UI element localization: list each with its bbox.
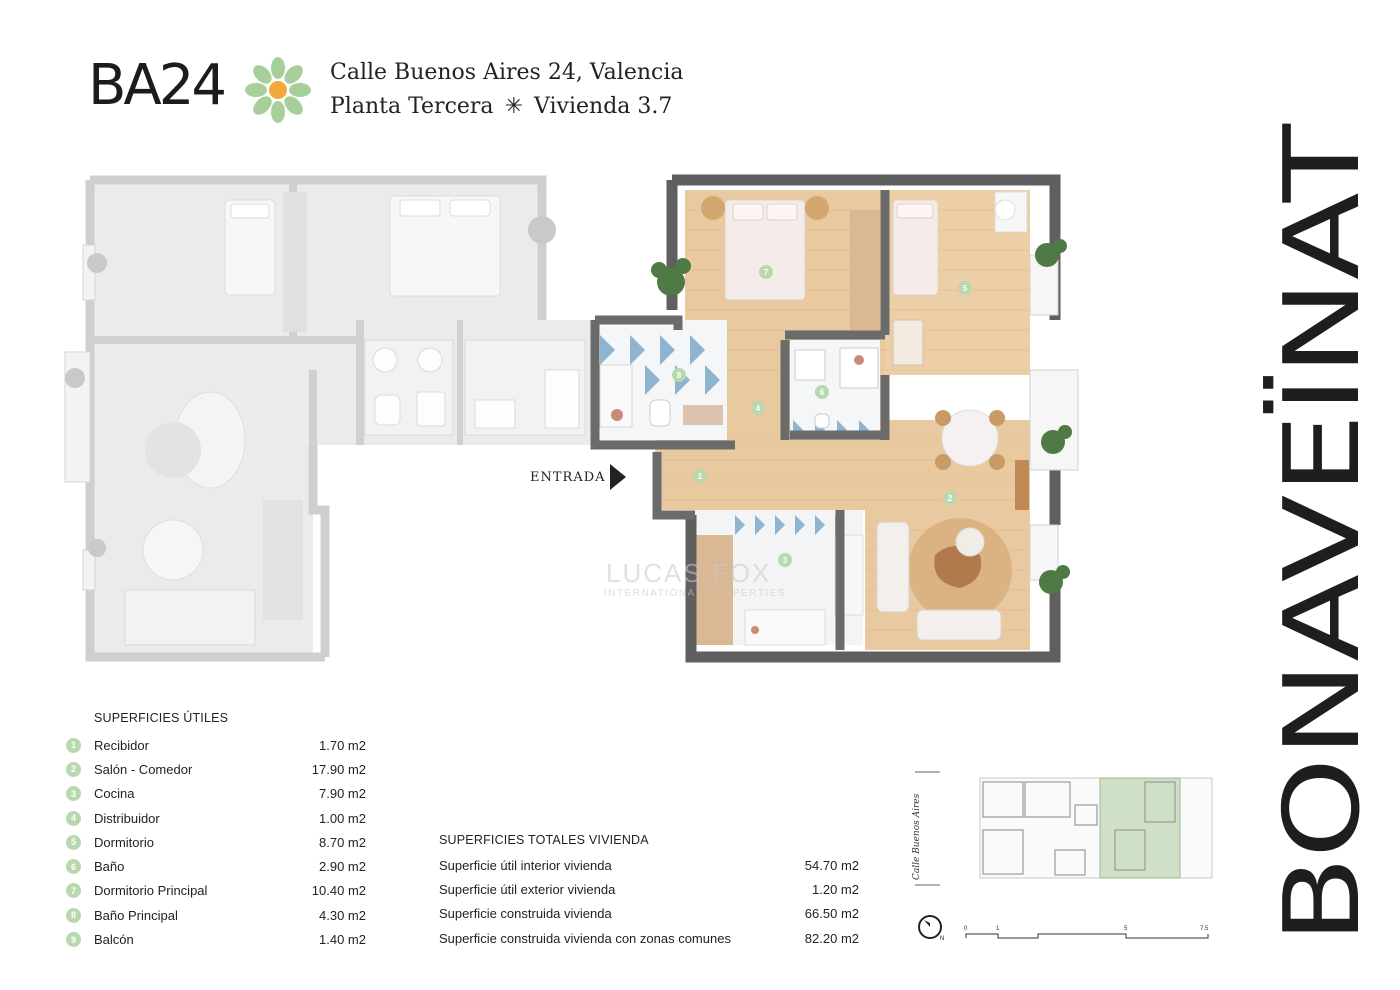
- total-label: Superficie construida vivienda: [439, 906, 612, 922]
- entrance-label: ENTRADA: [530, 470, 606, 485]
- room-area: 2.90 m2: [319, 859, 366, 875]
- svg-text:1: 1: [698, 472, 703, 481]
- total-area-title: SUPERFICIES TOTALES VIVIENDA: [439, 833, 649, 847]
- room-area-list: 1 Recibidor 1.70 m2 2 Salón - Comedor 17.90 m…: [66, 733, 366, 952]
- room-name: Baño Principal: [94, 907, 178, 923]
- room-number-badge: 2: [66, 761, 81, 777]
- room-area: 1.70 m2: [319, 737, 366, 753]
- room-row: 2 Salón - Comedor 17.90 m2: [66, 757, 366, 781]
- scale-tick: 0: [964, 926, 968, 932]
- room-name: Distribuidor: [94, 810, 160, 826]
- scale-tick: 7.5: [1200, 926, 1209, 932]
- total-label: Superficie construida vivienda con zonas…: [439, 930, 731, 946]
- total-row: Superficie construida vivienda con zonas…: [439, 926, 859, 950]
- room-name: Dormitorio: [94, 834, 154, 850]
- svg-text:7: 7: [764, 268, 769, 277]
- room-row: 9 Balcón 1.40 m2: [66, 927, 366, 951]
- total-area-list: Superficie útil interior vivienda 54.70 m…: [439, 853, 859, 950]
- room-row: 3 Cocina 7.90 m2: [66, 782, 366, 806]
- room-name: Salón - Comedor: [94, 761, 193, 777]
- room-number-badge: 6: [66, 859, 81, 875]
- room-area: 4.30 m2: [319, 907, 366, 923]
- brand-wordmark: BONAVEÏNAT: [1230, 120, 1390, 950]
- room-name: Dormitorio Principal: [94, 883, 208, 899]
- room-area: 7.90 m2: [319, 786, 366, 802]
- unit-label: Vivienda 3.7: [534, 94, 673, 119]
- room-number-badge: 7: [66, 883, 81, 899]
- room-row: 7 Dormitorio Principal 10.40 m2: [66, 879, 366, 903]
- neighbour-unit: [64, 175, 710, 662]
- total-value: 54.70 m2: [804, 857, 859, 873]
- room-number-badge: 5: [66, 834, 81, 850]
- scale-tick: 1: [996, 926, 1000, 932]
- room-number-badge: 9: [66, 932, 81, 948]
- total-row: Superficie construida vivienda 66.50 m2: [439, 902, 859, 926]
- room-row: 1 Recibidor 1.70 m2: [66, 733, 366, 757]
- separator-star: ✳: [504, 94, 523, 119]
- svg-text:4: 4: [756, 404, 761, 413]
- room-number-badge: 8: [66, 907, 81, 923]
- svg-text:3: 3: [783, 556, 788, 565]
- room-row: 8 Baño Principal 4.30 m2: [66, 903, 366, 927]
- floor-label: Planta Tercera: [330, 94, 494, 119]
- brand-text: BONAVEÏNAT: [1261, 123, 1383, 944]
- room-area: 17.90 m2: [311, 761, 366, 777]
- room-name: Balcón: [94, 932, 134, 948]
- scale-bar: 0 1 5 7.5: [962, 922, 1214, 944]
- address-line-1: Calle Buenos Aires 24, Valencia: [330, 60, 684, 85]
- svg-text:5: 5: [963, 284, 968, 293]
- watermark-subtitle: INTERNATIONAL PROPERTIES: [604, 588, 786, 599]
- room-area: 1.00 m2: [319, 810, 366, 826]
- main-unit: 7 5 8 4 6 1 2 3: [590, 174, 1079, 663]
- svg-text:6: 6: [820, 388, 825, 397]
- room-name: Recibidor: [94, 737, 149, 753]
- total-value: 82.20 m2: [804, 930, 859, 946]
- room-number-badge: 3: [66, 786, 81, 802]
- flower-logo-icon: [244, 56, 312, 124]
- compass-icon: N: [917, 914, 945, 942]
- room-area: 1.40 m2: [319, 932, 366, 948]
- entrance-arrow-icon: [610, 464, 626, 490]
- svg-text:2: 2: [948, 494, 953, 503]
- room-row: 5 Dormitorio 8.70 m2: [66, 830, 366, 854]
- total-row: Superficie útil interior vivienda 54.70 m…: [439, 853, 859, 877]
- floor-plan: 7 5 8 4 6 1 2 3: [55, 170, 1095, 670]
- scale-tick: 5: [1124, 926, 1128, 932]
- room-name: Cocina: [94, 786, 135, 802]
- room-name: Baño: [94, 859, 125, 875]
- room-row: 4 Distribuidor 1.00 m2: [66, 806, 366, 830]
- address-line-2: Planta Tercera ✳ Vivienda 3.7: [330, 94, 672, 119]
- compass-label: N: [940, 936, 944, 942]
- street-label: Calle Buenos Aires: [912, 793, 922, 880]
- room-number-badge: 1: [66, 737, 81, 753]
- total-label: Superficie útil interior vivienda: [439, 857, 612, 873]
- svg-text:8: 8: [677, 371, 682, 380]
- total-value: 1.20 m2: [812, 881, 859, 897]
- watermark: LUCAS FOX: [606, 558, 772, 588]
- key-plan: [915, 770, 1215, 945]
- room-number-badge: 4: [66, 810, 81, 826]
- total-label: Superficie útil exterior vivienda: [439, 881, 616, 897]
- useful-area-title: SUPERFICIES ÚTILES: [94, 711, 229, 725]
- project-logo: BA24: [88, 53, 227, 118]
- total-row: Superficie útil exterior vivienda 1.20 m2: [439, 877, 859, 901]
- total-value: 66.50 m2: [804, 906, 859, 922]
- room-area: 10.40 m2: [311, 883, 366, 899]
- room-area: 8.70 m2: [319, 834, 366, 850]
- room-row: 6 Baño 2.90 m2: [66, 854, 366, 878]
